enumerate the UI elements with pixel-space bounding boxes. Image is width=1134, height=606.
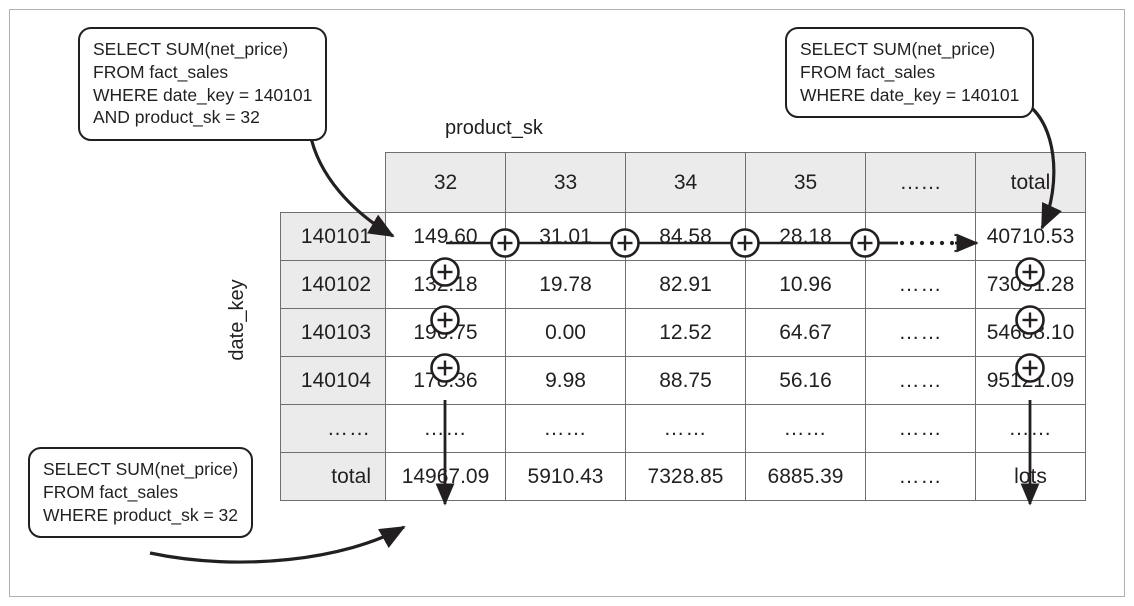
row-header-140102: 140102 bbox=[280, 260, 386, 309]
column-axis-label: product_sk bbox=[445, 117, 543, 139]
row-header-total: total bbox=[280, 452, 386, 501]
column-header-33: 33 bbox=[505, 152, 626, 213]
cell-140103-total: 54688.10 bbox=[975, 308, 1086, 357]
cell-140102-dots: …… bbox=[865, 260, 976, 309]
callout-bottomleft: SELECT SUM(net_price) FROM fact_sales WH… bbox=[28, 447, 254, 539]
table-header-row: 32 33 34 35 …… total bbox=[281, 152, 1086, 213]
cell-140101-32: 149.60 bbox=[385, 212, 506, 261]
row-header-dots: …… bbox=[280, 404, 386, 453]
cell-140103-35: 64.67 bbox=[745, 308, 866, 357]
callout-topleft: SELECT SUM(net_price) FROM fact_sales WH… bbox=[78, 27, 328, 141]
cell-total-34: 7328.85 bbox=[625, 452, 746, 501]
cell-140102-33: 19.78 bbox=[505, 260, 626, 309]
row-header-140101: 140101 bbox=[280, 212, 386, 261]
cell-dots-33: …… bbox=[505, 404, 626, 453]
callout-topleft-line-2: FROM fact_sales bbox=[93, 61, 229, 82]
cell-140104-32: 178.36 bbox=[385, 356, 506, 405]
cell-dots-34: …… bbox=[625, 404, 746, 453]
cell-140102-32: 132.18 bbox=[385, 260, 506, 309]
callout-topright-line-2: FROM fact_sales bbox=[800, 61, 936, 82]
cell-140104-35: 56.16 bbox=[745, 356, 866, 405]
callout-topright-line-1: SELECT SUM(net_price) bbox=[800, 39, 996, 59]
cell-140102-35: 10.96 bbox=[745, 260, 866, 309]
cell-dots-total: …… bbox=[975, 404, 1086, 453]
table-row: total 14967.09 5910.43 7328.85 6885.39 …… bbox=[280, 452, 1086, 501]
column-header-dots: …… bbox=[865, 152, 976, 213]
cell-total-32: 14967.09 bbox=[385, 452, 506, 501]
table-row: …… …… …… …… …… …… …… bbox=[280, 404, 1086, 453]
row-header-140103: 140103 bbox=[280, 308, 386, 357]
data-cube-table: 32 33 34 35 …… total 140101 149.60 31.01… bbox=[280, 152, 1086, 501]
callout-bottomleft-line-2: FROM fact_sales bbox=[43, 481, 179, 502]
callout-topleft-line-1: SELECT SUM(net_price) bbox=[93, 39, 289, 59]
cell-total-total: lots bbox=[975, 452, 1086, 501]
row-axis-label: date_key bbox=[226, 279, 248, 361]
cell-140102-34: 82.91 bbox=[625, 260, 746, 309]
cell-total-35: 6885.39 bbox=[745, 452, 866, 501]
cell-140103-32: 196.75 bbox=[385, 308, 506, 357]
cell-total-dots: …… bbox=[865, 452, 976, 501]
callout-topleft-line-3: WHERE date_key = 140101 bbox=[93, 84, 313, 105]
callout-bottomleft-line-1: SELECT SUM(net_price) bbox=[43, 459, 239, 479]
cell-140101-dots: …… bbox=[865, 212, 976, 261]
cell-140103-34: 12.52 bbox=[625, 308, 746, 357]
callout-bottomleft-line-3: WHERE product_sk = 32 bbox=[43, 504, 239, 525]
column-header-35: 35 bbox=[745, 152, 866, 213]
callout-topright-line-3: WHERE date_key = 140101 bbox=[800, 84, 1020, 105]
cell-140104-dots: …… bbox=[865, 356, 976, 405]
cell-140104-34: 88.75 bbox=[625, 356, 746, 405]
cell-140103-33: 0.00 bbox=[505, 308, 626, 357]
cell-140101-35: 28.18 bbox=[745, 212, 866, 261]
cell-140104-33: 9.98 bbox=[505, 356, 626, 405]
callout-topright: SELECT SUM(net_price) FROM fact_sales WH… bbox=[785, 27, 1035, 119]
table-row: 140101 149.60 31.01 84.58 28.18 …… 40710… bbox=[280, 212, 1086, 261]
cell-140101-total: 40710.53 bbox=[975, 212, 1086, 261]
row-header-140104: 140104 bbox=[280, 356, 386, 405]
cell-dots-35: …… bbox=[745, 404, 866, 453]
callout-topleft-line-4: AND product_sk = 32 bbox=[93, 107, 260, 128]
cell-140101-33: 31.01 bbox=[505, 212, 626, 261]
column-header-32: 32 bbox=[385, 152, 506, 213]
column-header-total: total bbox=[975, 152, 1086, 213]
cell-dots-dots: …… bbox=[865, 404, 976, 453]
cell-140103-dots: …… bbox=[865, 308, 976, 357]
table-row: 140102 132.18 19.78 82.91 10.96 …… 73091… bbox=[280, 260, 1086, 309]
table-row: 140104 178.36 9.98 88.75 56.16 …… 95121.… bbox=[280, 356, 1086, 405]
cell-140102-total: 73091.28 bbox=[975, 260, 1086, 309]
cell-total-33: 5910.43 bbox=[505, 452, 626, 501]
cell-140104-total: 95121.09 bbox=[975, 356, 1086, 405]
table-corner-cell bbox=[281, 153, 386, 213]
cell-140101-34: 84.58 bbox=[625, 212, 746, 261]
table-row: 140103 196.75 0.00 12.52 64.67 …… 54688.… bbox=[280, 308, 1086, 357]
cell-dots-32: …… bbox=[385, 404, 506, 453]
column-header-34: 34 bbox=[625, 152, 746, 213]
